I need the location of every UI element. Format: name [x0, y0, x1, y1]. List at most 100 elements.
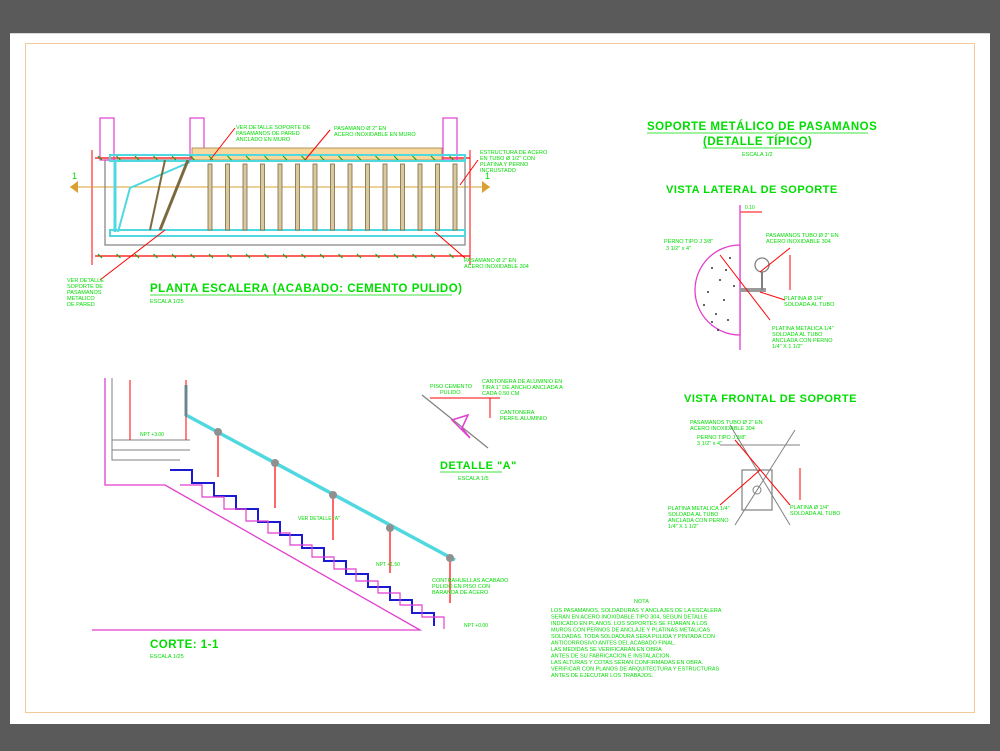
stair-tread: [225, 163, 230, 231]
plan-column-right: [442, 117, 458, 161]
hatch-dot: [711, 267, 713, 269]
hatch-dot: [727, 319, 729, 321]
leader-plan-3: [459, 159, 479, 186]
frontal-line: SOLDADA AL TUBO: [790, 511, 841, 517]
frontal-line: PLATINA Ø 1/4": [790, 505, 829, 511]
stair-tread: [435, 163, 440, 231]
note-line: ANTES DE EJECUTAR LOS TRABAJOS.: [551, 673, 654, 679]
dim-tick: [412, 253, 417, 259]
plan-note-line: ACERO INOXIDABLE 304: [464, 264, 529, 270]
plan-note-line: INCRUSTADO: [480, 168, 517, 174]
frontal-leader-1: [734, 439, 791, 506]
support-scale: ESCALA 1/2: [742, 152, 773, 158]
section-landing-label: NPT +1.50: [376, 562, 400, 568]
frontal-line: PERNO TIPO J 3/8": [697, 435, 746, 441]
plan-note-right-top: ESTRUCTURA DE ACERO EN TUBO Ø 1/2" CON P…: [480, 150, 549, 174]
dim-tick: [338, 155, 343, 161]
stair-tread: [277, 163, 283, 231]
section-note-line: PULIDO EN PISO CON: [432, 584, 490, 590]
frontal-title: VISTA FRONTAL DE SOPORTE: [684, 393, 857, 405]
dim-tick: [282, 253, 288, 259]
stair-tread: [417, 163, 423, 231]
note-body: LOS PASAMANOS, SOLDADURAS Y ANCLAJES DE …: [551, 608, 723, 679]
plan-note-line: DE PARED: [67, 302, 95, 308]
dim-tick: [356, 253, 362, 259]
section-posts: [214, 428, 454, 603]
section-level-bottom: NPT +0.00: [464, 623, 488, 629]
stair-tread: [347, 163, 353, 231]
section-notes-bottom: CONTRAHUELLAS ACABADO PULIDO EN PISO CON…: [432, 578, 510, 596]
support-detail: SOPORTE METÁLICO DE PASAMANOS (DETALLE T…: [647, 120, 877, 530]
detail-a-line: CADA 0.50 CM: [482, 391, 520, 397]
hatch-dot: [717, 329, 719, 331]
plan-title: PLANTA ESCALERA (ACABADO: CEMENTO PULIDO…: [150, 283, 462, 295]
section-level-top: NPT +3.00: [140, 432, 164, 438]
detail-a: PISO CEMENTO PULIDO CANTONERA DE ALUMINI…: [421, 379, 563, 482]
note-line: LOS PASAMANOS, SOLDADURAS Y ANCLAJES DE …: [551, 608, 722, 614]
lateral-label-mid-right: PLATINA Ø 1/4" SOLDADA AL TUBO: [784, 296, 835, 308]
dimension-ticks: [97, 155, 454, 259]
detail-a-line: CANTONERA DE ALUMINIO EN: [482, 379, 562, 385]
detail-a-scale: ESCALA 1/5: [458, 476, 489, 482]
plan-note-line: ANCLADO EN MURO: [236, 137, 291, 143]
lateral-leader-1: [719, 254, 771, 321]
dim-tick: [393, 253, 399, 259]
winder-tread: [149, 159, 166, 231]
hatch-dot: [715, 313, 717, 315]
dim-tick: [375, 155, 380, 161]
drawing-sheet: [10, 33, 990, 724]
lateral-line: SOLDADA AL TUBO: [772, 332, 823, 338]
plan-note-line: PLATINA Y PERNO: [480, 162, 529, 168]
dim-tick: [134, 155, 140, 161]
note-line: ANTICORROSIVO ANTES DEL ACABADO FINAL.: [551, 641, 676, 647]
section-detail-ref: VER DETALLE "A": [298, 516, 340, 522]
post-joint: [329, 491, 337, 499]
dim-tick: [449, 155, 454, 161]
concrete-hatch: [703, 257, 735, 331]
dim-tick: [319, 253, 325, 259]
frontal-line: ACERO INOXIDABLE 304: [690, 426, 755, 432]
stair-tread: [242, 163, 248, 231]
frontal-label-bottom-right: PLATINA Ø 1/4" SOLDADA AL TUBO: [790, 505, 841, 517]
dim-tick: [282, 155, 288, 161]
section-wall-outline: [92, 378, 423, 631]
section-slab-edge: [111, 378, 180, 461]
stair-tread: [312, 163, 318, 231]
dim-tick: [190, 155, 195, 161]
detail-a-label-left: PISO CEMENTO PULIDO: [430, 384, 474, 396]
stair-tread: [260, 163, 265, 231]
lateral-line: 3 1/2" x 4": [666, 246, 691, 252]
plan-note-line: VER DETALLE: [67, 278, 104, 284]
support-subtitle: (DETALLE TÍPICO): [703, 135, 812, 148]
dim-tick: [190, 253, 195, 259]
frontal-line: SOLDADA AL TUBO: [668, 512, 719, 518]
leader-plan-1: [209, 127, 236, 161]
section-arrow-right: [482, 181, 490, 193]
lateral-label-top-left: PERNO TIPO J 3/8" 3 1/2" x 4": [664, 239, 715, 252]
lateral-leader-3: [759, 291, 786, 301]
support-title: SOPORTE METÁLICO DE PASAMANOS: [647, 120, 877, 133]
dim-tick: [264, 155, 269, 161]
dim-tick: [116, 253, 121, 259]
lateral-label-top-right: PASAMANOS TUBO Ø 2" EN ACERO INOXIDABLE …: [766, 233, 840, 245]
dim-tick: [208, 155, 214, 161]
plan-note-line: ESTRUCTURA DE ACERO: [480, 150, 548, 156]
lateral-line: ACERO INOXIDABLE 304: [766, 239, 831, 245]
dim-tick: [301, 155, 306, 161]
handrail-top: [109, 154, 466, 162]
dim-tick: [153, 155, 158, 161]
section-note-line: BARANDA DE ACERO: [432, 590, 489, 596]
note-title: NOTA: [634, 599, 649, 605]
stair-tread: [382, 163, 388, 231]
plan-note-line: METALICO: [67, 296, 95, 302]
note-line: SERAN EN ACERO INOXIDABLE TIPO 304, SEGU…: [551, 615, 708, 621]
sheet-border: [25, 43, 975, 713]
dim-tick: [116, 155, 121, 161]
lateral-line: PLATINA METALICA 1/4": [772, 326, 834, 332]
leader-plan-2: [304, 129, 331, 161]
note-line: ANTES DE SU FABRICACION E INSTALACION.: [551, 654, 671, 660]
lateral-label-bottom-right: PLATINA METALICA 1/4" SOLDADA AL TUBO AN…: [772, 326, 835, 350]
detail-a-title: DETALLE "A": [440, 460, 517, 472]
